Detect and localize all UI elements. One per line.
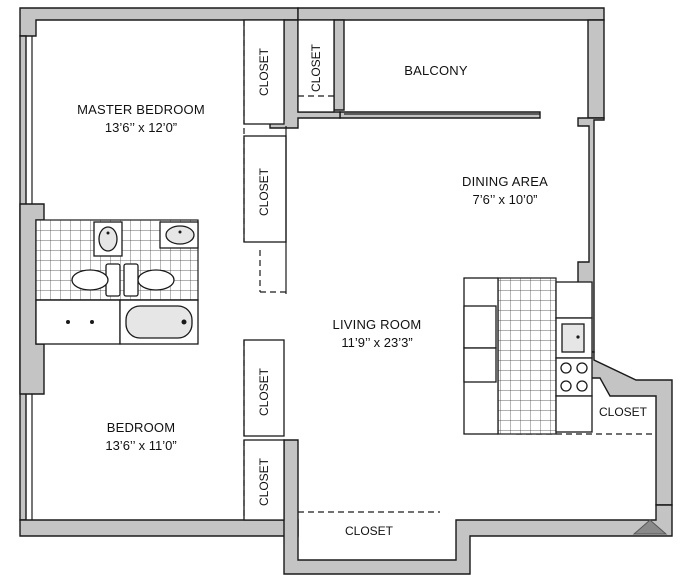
wall-balcony-bottom [339,111,541,119]
closet-bedroom-bottom-label: CLOSET [257,457,271,506]
wall-balcony-divider [333,19,345,111]
stove [555,357,593,397]
closet-bedroom-top-label: CLOSET [257,367,271,416]
closet-bedroom-top [243,339,285,437]
closet-bedroom-bottom [243,439,285,521]
kitchen [463,277,593,435]
toilet-left [71,263,121,297]
closet-bottom-label: CLOSET [345,524,394,538]
living-room-size: 11’9’’ x 23’3” [341,335,412,350]
wall-top-right [297,7,605,21]
bedroom-name: BEDROOM [107,420,176,435]
closet-master-top-label: CLOSET [257,47,271,96]
balcony-name: BALCONY [404,63,468,78]
closet-master-mid [243,135,287,243]
wall-right-upper [587,19,605,119]
master-bedroom-size: 13’6’’ x 12’0” [105,120,177,135]
bedroom-size: 13’6’’ x 11’0” [105,438,176,453]
partitions [243,19,656,521]
closet-kitchen-side-label: CLOSET [599,405,648,419]
closet-master-top [243,19,285,125]
entry-arrow-icon [632,519,668,535]
wall-bottom-left [19,519,299,537]
toilet-right [123,263,175,297]
labels: MASTER BEDROOM 13’6’’ x 12’0” BEDROOM 13… [77,43,648,538]
bathroom [35,219,199,345]
walls [19,7,673,575]
dining-area-size: 7’6’’ x 10’0” [472,192,537,207]
living-room-name: LIVING ROOM [333,317,422,332]
dining-area-name: DINING AREA [462,174,548,189]
closet-balcony-side [297,19,335,113]
master-bedroom-name: MASTER BEDROOM [77,102,205,117]
bathtub-basin [125,305,193,339]
closet-master-mid-label: CLOSET [257,167,271,216]
closet-balcony-side-label: CLOSET [309,43,323,92]
wall-bottom-closet [283,439,673,575]
